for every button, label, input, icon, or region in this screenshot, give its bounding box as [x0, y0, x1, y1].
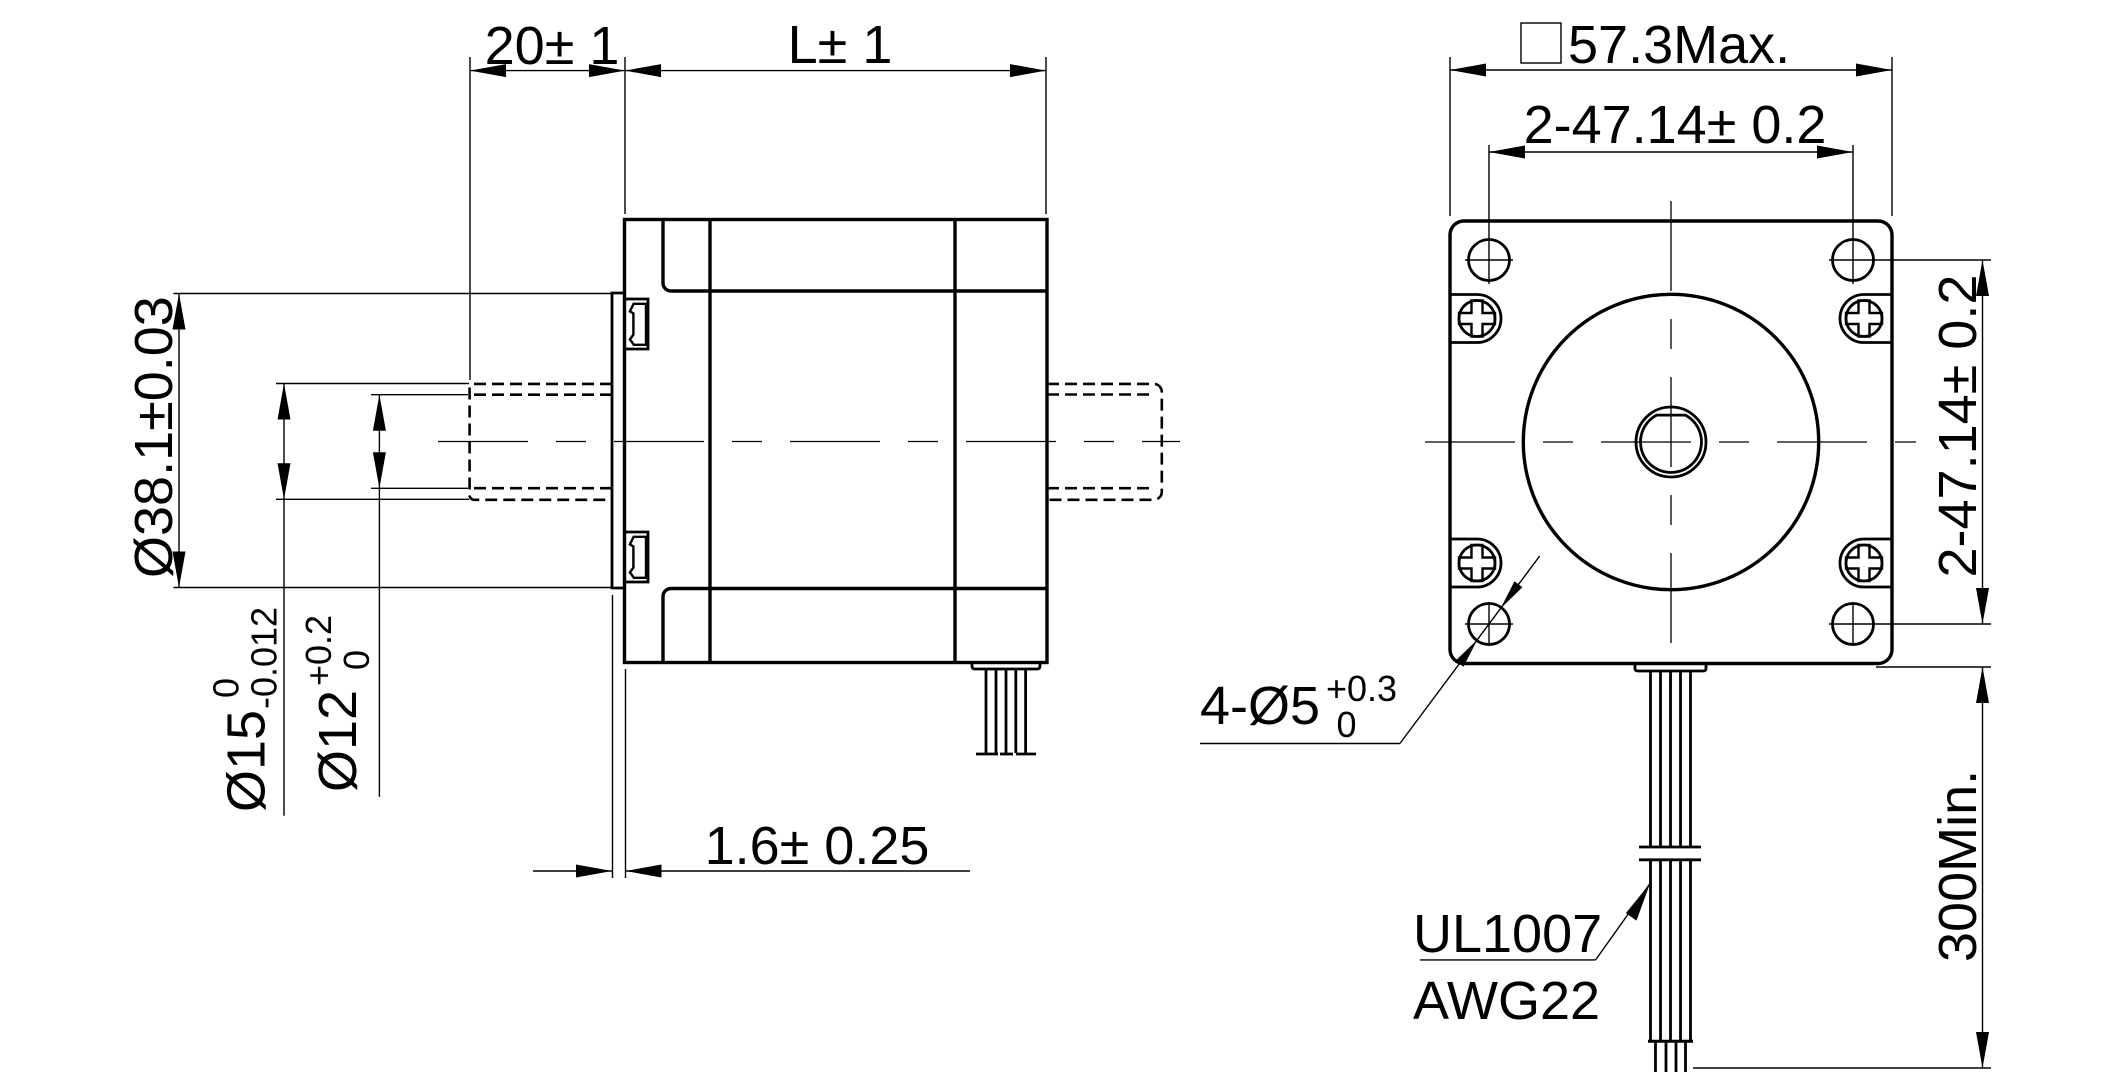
svg-text:0: 0: [206, 678, 247, 698]
svg-text:2-47.14± 0.2: 2-47.14± 0.2: [1524, 95, 1827, 155]
svg-text:AWG22: AWG22: [1413, 971, 1600, 1031]
svg-text:Ø15: Ø15: [217, 710, 277, 812]
svg-text:-0.012: -0.012: [244, 607, 285, 709]
svg-text:0: 0: [336, 650, 377, 670]
svg-text:57.3Max.: 57.3Max.: [1568, 15, 1790, 75]
svg-text:L± 1: L± 1: [788, 15, 893, 75]
svg-text:20± 1: 20± 1: [485, 16, 620, 76]
svg-text:4-Ø5: 4-Ø5: [1200, 676, 1320, 736]
svg-text:0: 0: [1337, 704, 1357, 745]
svg-text:+0.3: +0.3: [1326, 668, 1397, 709]
svg-text:1.6± 0.25: 1.6± 0.25: [705, 816, 930, 876]
svg-text:2-47.14± 0.2: 2-47.14± 0.2: [1928, 275, 1988, 578]
svg-text:UL1007: UL1007: [1413, 904, 1602, 964]
svg-text:Ø38.1±0.03: Ø38.1±0.03: [124, 296, 184, 578]
svg-text:Ø12: Ø12: [308, 690, 368, 792]
svg-text:+0.2: +0.2: [298, 615, 339, 686]
svg-text:300Min.: 300Min.: [1928, 770, 1988, 962]
